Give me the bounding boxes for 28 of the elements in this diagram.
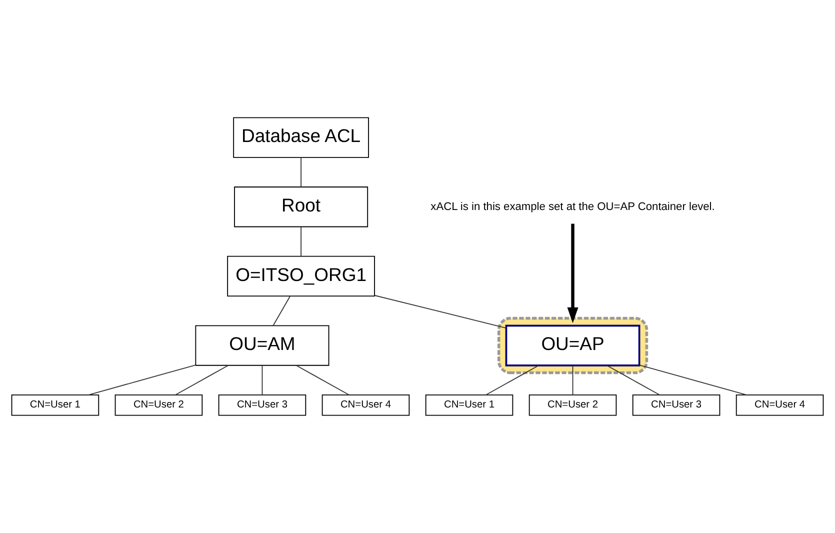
- connector: [272, 296, 290, 326]
- node-box: CN=User 2: [114, 394, 203, 416]
- connector: [262, 365, 263, 396]
- connector: [606, 365, 660, 396]
- node-box: Root: [234, 186, 368, 228]
- connector: [296, 365, 350, 396]
- node-box: CN=User 1: [11, 394, 100, 416]
- node-box: CN=User 4: [322, 394, 410, 416]
- node-box: CN=User 2: [528, 394, 617, 416]
- node-box: CN=User 3: [632, 394, 720, 416]
- node-box: OU=AP: [505, 324, 640, 366]
- connector: [174, 365, 229, 396]
- connector: [300, 157, 302, 188]
- arrow: [567, 224, 578, 324]
- connector: [374, 294, 507, 329]
- node-box: CN=User 1: [425, 394, 514, 416]
- connector: [486, 365, 540, 396]
- node-text: xACL is in this example set at the OU=AP Container level.: [430, 200, 715, 213]
- connector: [572, 365, 574, 396]
- node-box: O=ITSO_ORG1: [227, 256, 375, 297]
- connector: [300, 226, 302, 257]
- node-box: Database ACL: [233, 117, 369, 158]
- node-box: CN=User 3: [218, 394, 306, 416]
- node-box: CN=User 4: [736, 394, 824, 416]
- connector: [88, 364, 196, 396]
- node-box: OU=AM: [195, 325, 330, 366]
- connector: [638, 364, 748, 396]
- cluster: [497, 316, 648, 374]
